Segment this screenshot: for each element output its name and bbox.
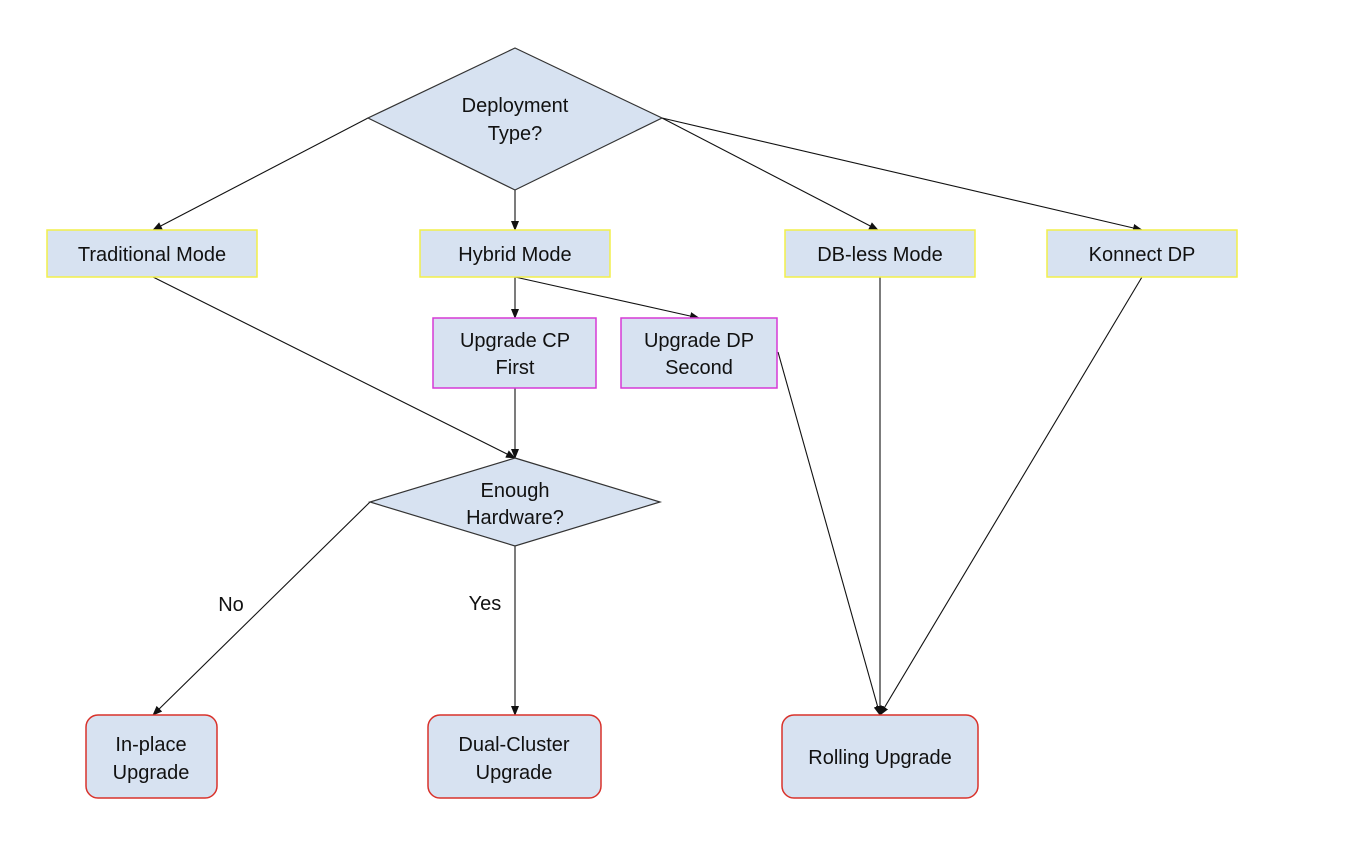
edge-deployment-to-dbless (661, 117, 879, 231)
edge-deployment-to-konnect (661, 117, 1143, 232)
node-konnect-dp-label: Konnect DP (1089, 244, 1196, 266)
decision-enough-hardware: Enough Hardware? (367, 457, 663, 547)
node-inplace-upgrade-line1: In-place (115, 734, 186, 756)
node-traditional-mode-label: Traditional Mode (78, 244, 226, 266)
node-upgrade-cp-first: Upgrade CP First (432, 317, 597, 389)
edge-label-yes: Yes (469, 593, 502, 615)
node-upgrade-cp-first-line2: First (496, 357, 535, 379)
edge-hardware-to-inplace (152, 501, 371, 716)
decision-deployment-type-line1: Deployment (462, 95, 569, 117)
edge-konnect-to-rolling (879, 276, 1143, 716)
decision-deployment-type: Deployment Type? (366, 47, 664, 191)
edge-traditional-to-hardware (152, 276, 516, 459)
node-rolling-upgrade: Rolling Upgrade (781, 714, 979, 799)
node-dualcluster-upgrade: Dual-Cluster Upgrade (427, 714, 602, 799)
node-dualcluster-upgrade-line1: Dual-Cluster (458, 734, 569, 756)
node-upgrade-cp-first-line1: Upgrade CP (460, 330, 570, 352)
node-upgrade-dp-second-line1: Upgrade DP (644, 330, 754, 352)
decision-deployment-type-line2: Type? (488, 123, 542, 145)
node-hybrid-mode-label: Hybrid Mode (458, 244, 571, 266)
node-traditional-mode: Traditional Mode (46, 229, 258, 278)
node-inplace-upgrade: In-place Upgrade (85, 714, 218, 799)
node-hybrid-mode: Hybrid Mode (419, 229, 611, 278)
edge-hybrid-to-upgrade-dp (514, 276, 700, 320)
node-inplace-upgrade-line2: Upgrade (113, 762, 190, 784)
node-konnect-dp: Konnect DP (1046, 229, 1238, 278)
edge-label-no: No (218, 594, 244, 616)
node-dbless-mode-label: DB-less Mode (817, 244, 943, 266)
node-dualcluster-upgrade-line2: Upgrade (476, 762, 553, 784)
decision-enough-hardware-line2: Hardware? (466, 507, 564, 529)
edge-upgrade-dp-to-rolling (777, 351, 882, 716)
decision-enough-hardware-line1: Enough (481, 480, 550, 502)
node-upgrade-dp-second: Upgrade DP Second (620, 317, 778, 389)
edges (152, 117, 1143, 716)
node-upgrade-dp-second-line2: Second (665, 357, 733, 379)
node-rolling-upgrade-label: Rolling Upgrade (808, 747, 951, 769)
edge-deployment-to-traditional (152, 117, 369, 231)
node-dbless-mode: DB-less Mode (784, 229, 976, 278)
